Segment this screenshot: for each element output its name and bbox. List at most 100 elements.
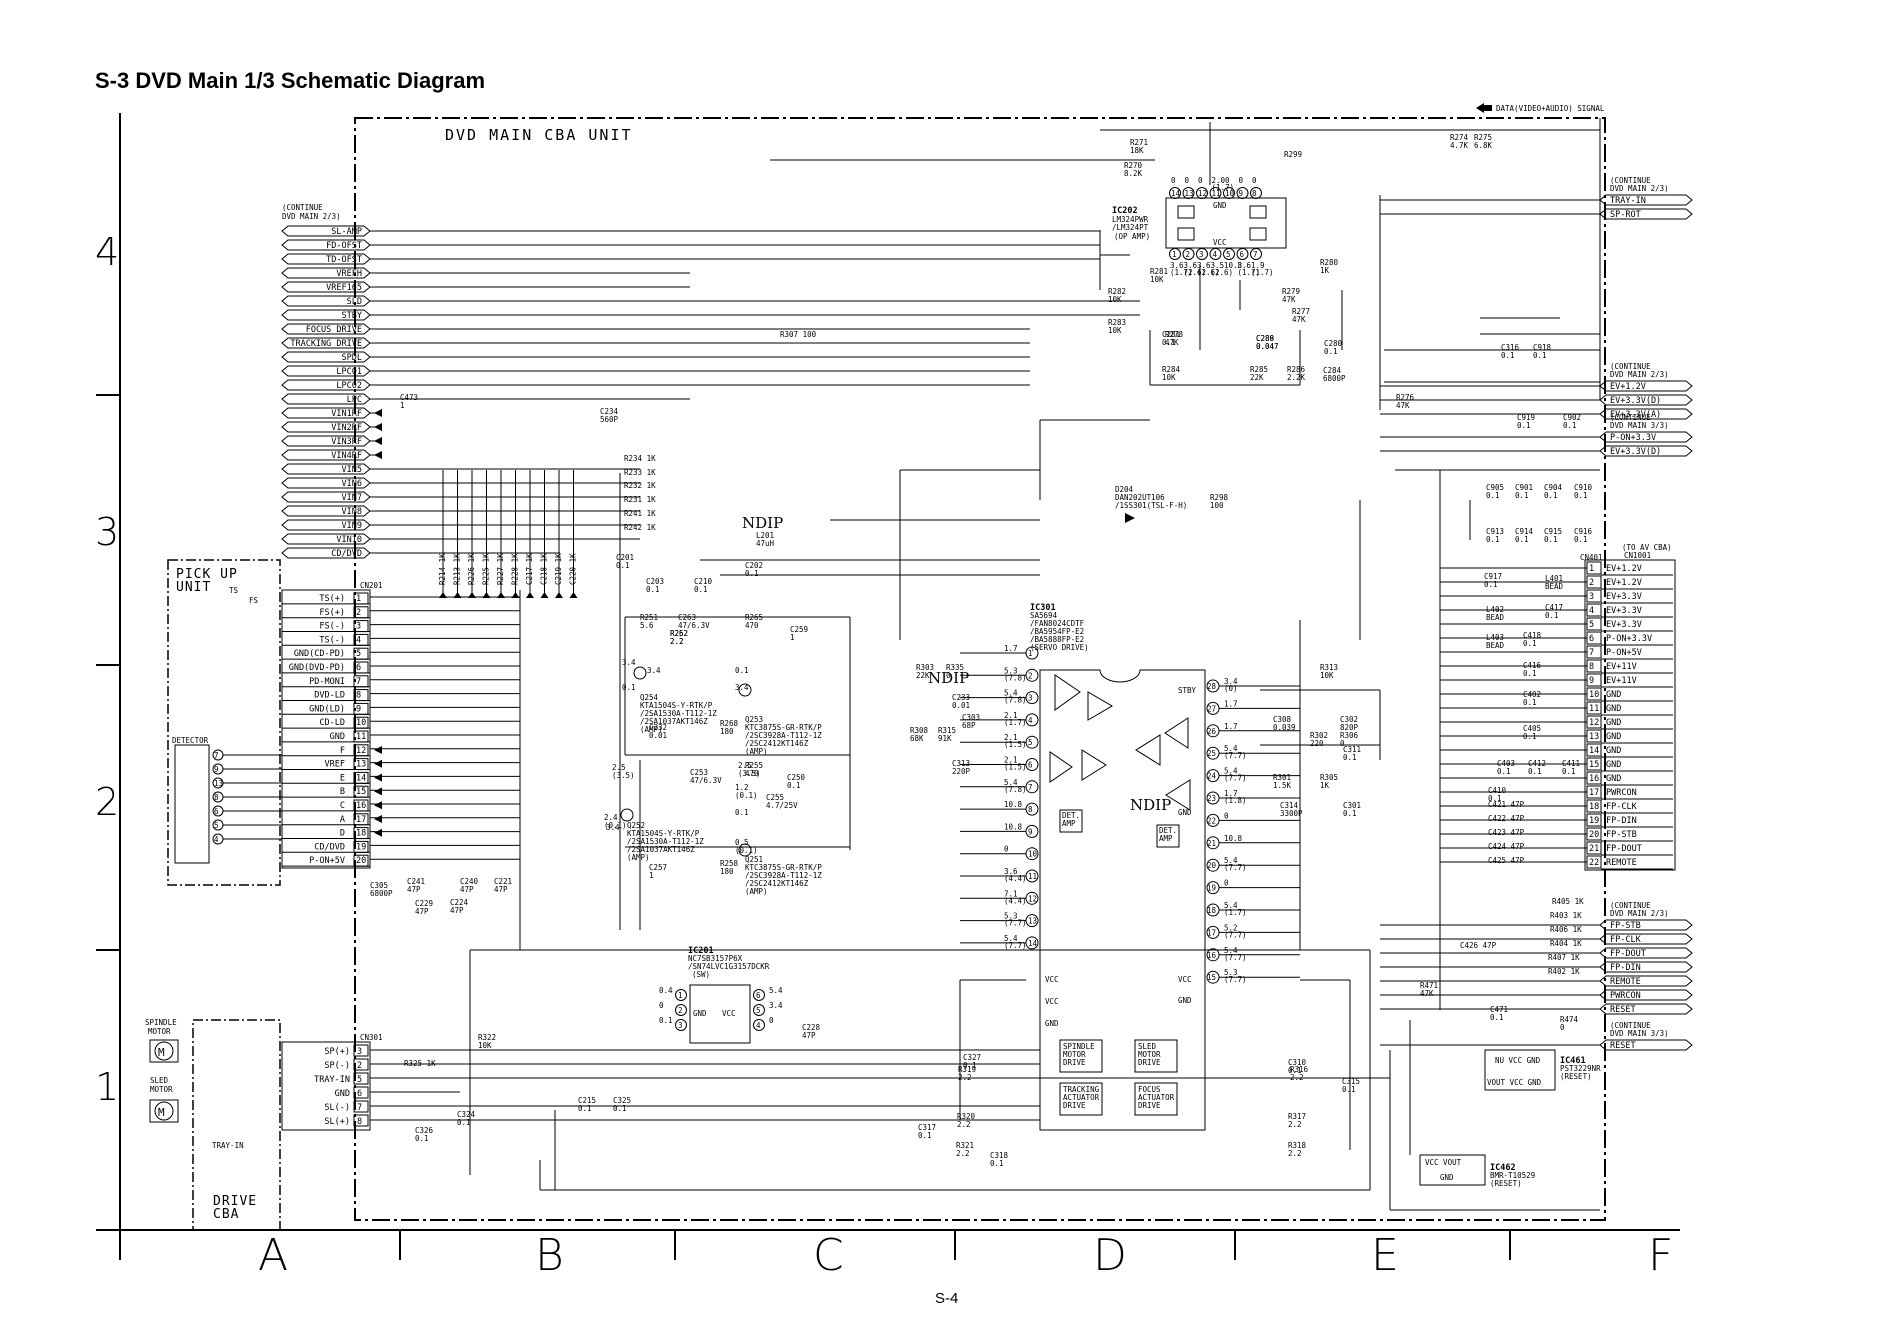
transistor-voltage-line: (3.5) <box>612 771 635 780</box>
signal-tag <box>1599 933 1693 945</box>
ic301-voltage-line: (7.7) <box>1224 975 1247 984</box>
ic301-voltage-line: (7.7) <box>1224 930 1247 939</box>
resistor-label-line: R407 1K <box>1548 953 1580 962</box>
cn401-pin-number: 8 <box>1589 662 1594 672</box>
capacitor-label-line: 0.047 <box>1256 342 1279 351</box>
ic202-voltage-line: (1.7) <box>1251 268 1274 277</box>
right-group-continue-line: (CONTINUE <box>1610 1021 1651 1030</box>
cn401-pin-name: GND <box>1606 746 1621 756</box>
capacitor-label-line: C288 <box>1256 334 1275 343</box>
cn401-pin-number: 12 <box>1589 718 1599 728</box>
capacitor-label-line: C901 <box>1515 483 1533 492</box>
right-signal: EV+3.3V(A) <box>1610 410 1661 420</box>
pickup-pin-number: 14 <box>356 773 366 783</box>
resistor-label-line: 0 <box>1340 739 1345 748</box>
ic301-block-label-line: DRIVE <box>1138 1101 1161 1110</box>
ic301-voltage-line: 5.4 <box>1224 744 1238 753</box>
transistor-label-line: /2SA1037AKT146Z <box>627 845 695 854</box>
resistor-label-line: R305 <box>1320 773 1338 782</box>
capacitor-label-line: 0.1 <box>578 1104 592 1113</box>
capacitor-label-line: 0.039 <box>1273 723 1296 732</box>
ndip-label: NDIP <box>928 669 969 687</box>
right-group-continue-line: DVD MAIN 2/3) <box>1610 184 1669 193</box>
capacitor-label-line: C313 <box>952 759 970 768</box>
transistor-label-line: (AMP) <box>745 747 768 756</box>
cn401-pin-name: FP-CLK <box>1606 802 1638 812</box>
ic301-voltage-line: 0 <box>1224 879 1229 888</box>
capacitor-label-line: 0.1 <box>1515 535 1529 544</box>
right-signal: RESET <box>1610 1005 1636 1015</box>
component-label-line: BEAD <box>1486 613 1505 622</box>
right-group-continue-line: DVD MAIN 3/3) <box>1610 421 1669 430</box>
left-signal: FOCUS DRIVE <box>306 325 362 335</box>
resistor-label-line: R233 1K <box>624 468 656 477</box>
capacitor-label-line: C410 <box>1488 786 1507 795</box>
ic202-pin-number: 4 <box>1213 250 1218 259</box>
left-signal: VIN8 <box>342 507 362 517</box>
right-group-continue-line: DVD MAIN 2/3) <box>1610 909 1669 918</box>
resistor-label-line: R234 1K <box>624 454 656 463</box>
ic202-pin-number: 5 <box>1226 250 1231 259</box>
ic202-voltage-line: 0 <box>1198 176 1203 185</box>
resistor-label-line: R241 1K <box>624 509 656 518</box>
grid-column-label: C <box>813 1230 844 1281</box>
resistor-label-line: R285 <box>1250 365 1268 374</box>
drive-pin-name: GND <box>335 1089 350 1099</box>
left-signal: CD/DVD <box>331 549 362 559</box>
capacitor-label-line: C250 <box>787 773 806 782</box>
ic301-voltage-line: 2.1 <box>1004 756 1018 765</box>
ic202-pin-number: 2 <box>1186 250 1191 259</box>
ic202-pin-number: 6 <box>1240 250 1245 259</box>
ic202-part-2: /LM324PT <box>1112 223 1149 232</box>
cn401-pin-name: EV+1.2V <box>1606 564 1642 574</box>
transistor-voltage-line: 1.2 <box>735 783 749 792</box>
ic301-right-pins: 283.4(0)271.7261.7255.4(7.7)245.4(7.7)23… <box>1206 677 1247 984</box>
capacitor-label-line: 0.1 <box>694 585 708 594</box>
resistor-label-line: R303 <box>916 663 934 672</box>
pickup-pin-number: 10 <box>356 718 366 728</box>
capacitor-label-line: 0.1 <box>415 1134 429 1143</box>
transistor-label-line: /2SC3928A-T112-1Z <box>745 871 822 880</box>
pickup-pin-number: 2 <box>356 608 361 618</box>
pickup-pin-list: TS(+)1FS(+)2FS(-)3TS(-)4GND(CD-PD)5GND(D… <box>229 586 370 867</box>
ic301-block-label-line: DRIVE <box>1138 1058 1161 1067</box>
capacitor-label-line: C919 <box>1517 413 1535 422</box>
drive-pin-number: 5 <box>357 1075 362 1085</box>
resistor-label-line: R270 <box>1124 161 1143 170</box>
resistor-label-line: 4.7K <box>1450 141 1469 150</box>
ic301-voltage-line: 2.1 <box>1004 733 1018 742</box>
transistor-voltage-line: (0.1) <box>735 846 758 855</box>
ic301-pin-number: 16 <box>1207 951 1217 960</box>
transistor-label-line: Q252 <box>627 821 645 830</box>
ic201-gnd: GND <box>693 1009 707 1018</box>
capacitor-label-line: 0.1 <box>1574 535 1588 544</box>
resistor-label-line: R277 <box>1292 307 1310 316</box>
ic462-name: IC462 <box>1490 1163 1516 1173</box>
transistor-label-line: /2SA1037AKT146Z <box>640 717 708 726</box>
capacitor-label-line: C326 <box>415 1126 434 1135</box>
capacitor-label-line: 0.1 <box>646 585 660 594</box>
ic201-part-2: /SN74LVC1G3157DCKR <box>688 962 770 971</box>
capacitor-label-line: C915 <box>1544 527 1562 536</box>
cn401-pin-name: EV+3.3V <box>1606 592 1642 602</box>
ic301-voltage-line: (1.7) <box>1004 718 1027 727</box>
pickup-unit-border <box>167 559 281 886</box>
ic201-part-3: (SW) <box>692 970 710 979</box>
ic301-voltage-line: 2.1 <box>1004 711 1018 720</box>
resistor-label-line: R286 <box>1287 365 1306 374</box>
capacitor-label-line: C253 <box>690 768 708 777</box>
capacitor-label-line: C317 <box>918 1123 936 1132</box>
left-continue-1: (CONTINUE <box>282 203 323 212</box>
signal-tag <box>1599 961 1693 973</box>
ic301-voltage-line: 5.4 <box>1224 767 1238 776</box>
ic202-voltage-line: 3.6 <box>1184 261 1198 270</box>
capacitor-label-line: 47P <box>802 1031 816 1040</box>
capacitor-label-line: 0.1 <box>1523 669 1537 678</box>
grid-row-label: 4 <box>95 230 119 274</box>
pickup-pin-number: 19 <box>356 842 366 852</box>
ic301-block-label-line: MOTOR <box>1138 1050 1161 1059</box>
transistor-label-line: KTC3875S-GR-RTK/P <box>745 723 822 732</box>
resistor-label-line: 10K <box>1108 295 1122 304</box>
ic301-voltage-line: 3.6 <box>1004 867 1018 876</box>
resistor-label-line: R284 <box>1162 365 1181 374</box>
